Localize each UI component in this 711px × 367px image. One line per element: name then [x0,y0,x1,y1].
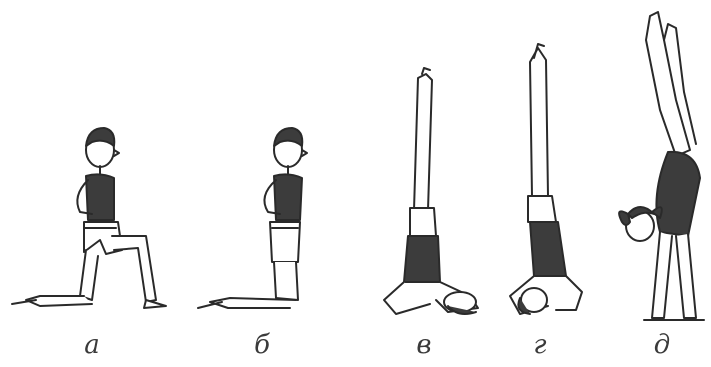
figure-d-handstand-arch [619,12,704,320]
label-figure-b: б [242,330,282,360]
figure-a-half-kneeling [12,128,166,308]
label-figure-d: д [642,330,682,360]
figure-v-headstand-shoulders [384,68,478,314]
figure-g-headstand [510,44,582,314]
label-figure-v: в [404,330,444,360]
figure-b-kneeling [198,128,307,308]
label-figure-a: а [72,330,112,360]
label-figure-g: г [520,330,560,360]
